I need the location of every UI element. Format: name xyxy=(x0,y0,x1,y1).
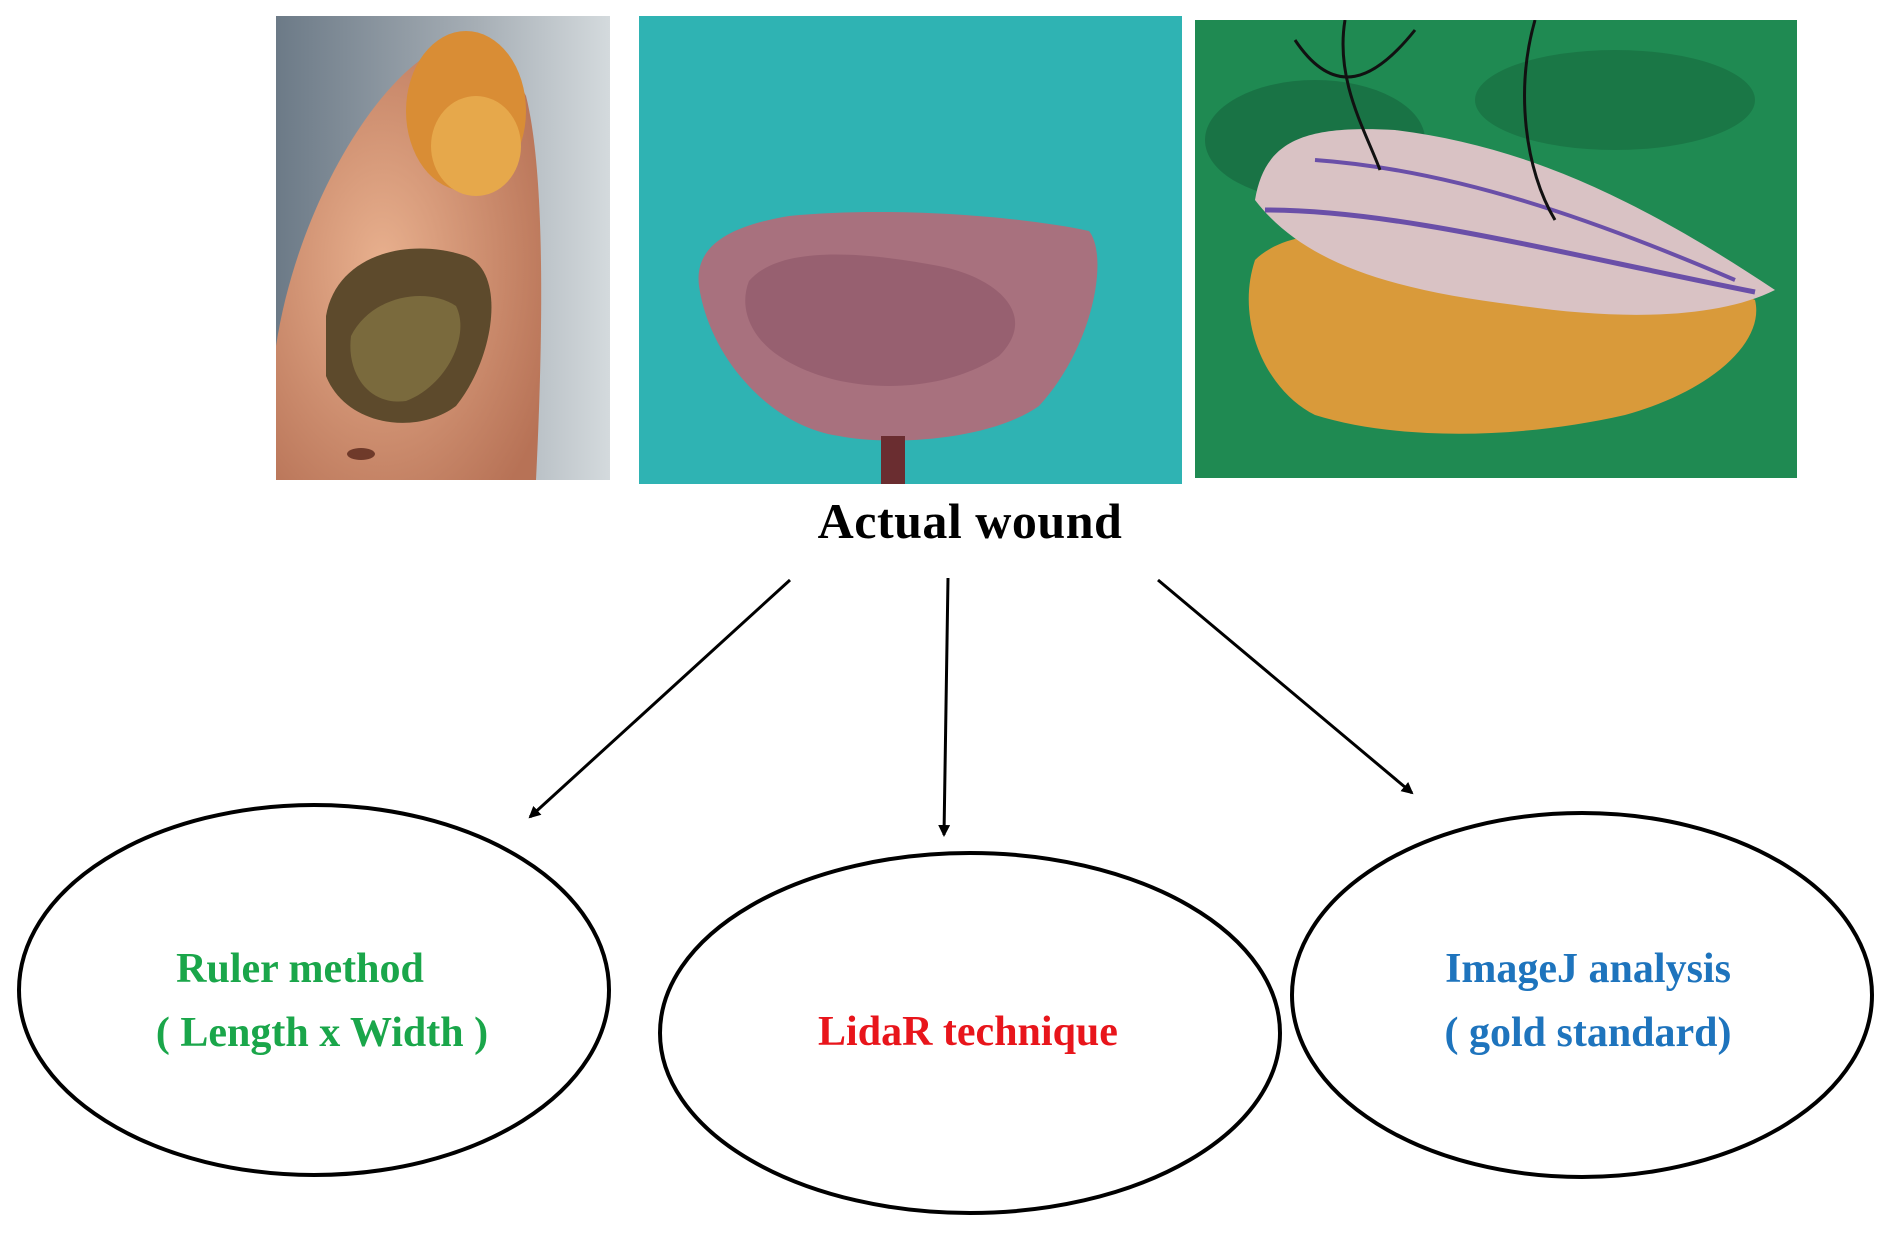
diagram-title: Actual wound xyxy=(817,493,1123,549)
excised-skin-flap-photo xyxy=(639,16,1182,484)
ruler-method-node xyxy=(17,803,611,1177)
imagej-analysis-node xyxy=(1290,811,1874,1179)
lidar-technique-node xyxy=(658,851,1282,1215)
imagej-analysis-sublabel: ( gold standard) xyxy=(1444,1010,1731,1056)
imagej-analysis-label: ImageJ analysis xyxy=(1445,946,1731,992)
ruler-method-sublabel: ( Length x Width ) xyxy=(156,1010,488,1056)
arrow-to-lidar-technique xyxy=(938,577,951,837)
lidar-technique-label: LidaR technique xyxy=(818,1009,1118,1055)
arrow-to-ruler-method xyxy=(528,578,792,819)
tissue-specimen-photo xyxy=(1195,20,1797,478)
arrow-to-imagej-analysis xyxy=(1157,578,1414,795)
ruler-method-label: Ruler method xyxy=(176,946,424,992)
foot-wound-photo xyxy=(276,16,610,480)
